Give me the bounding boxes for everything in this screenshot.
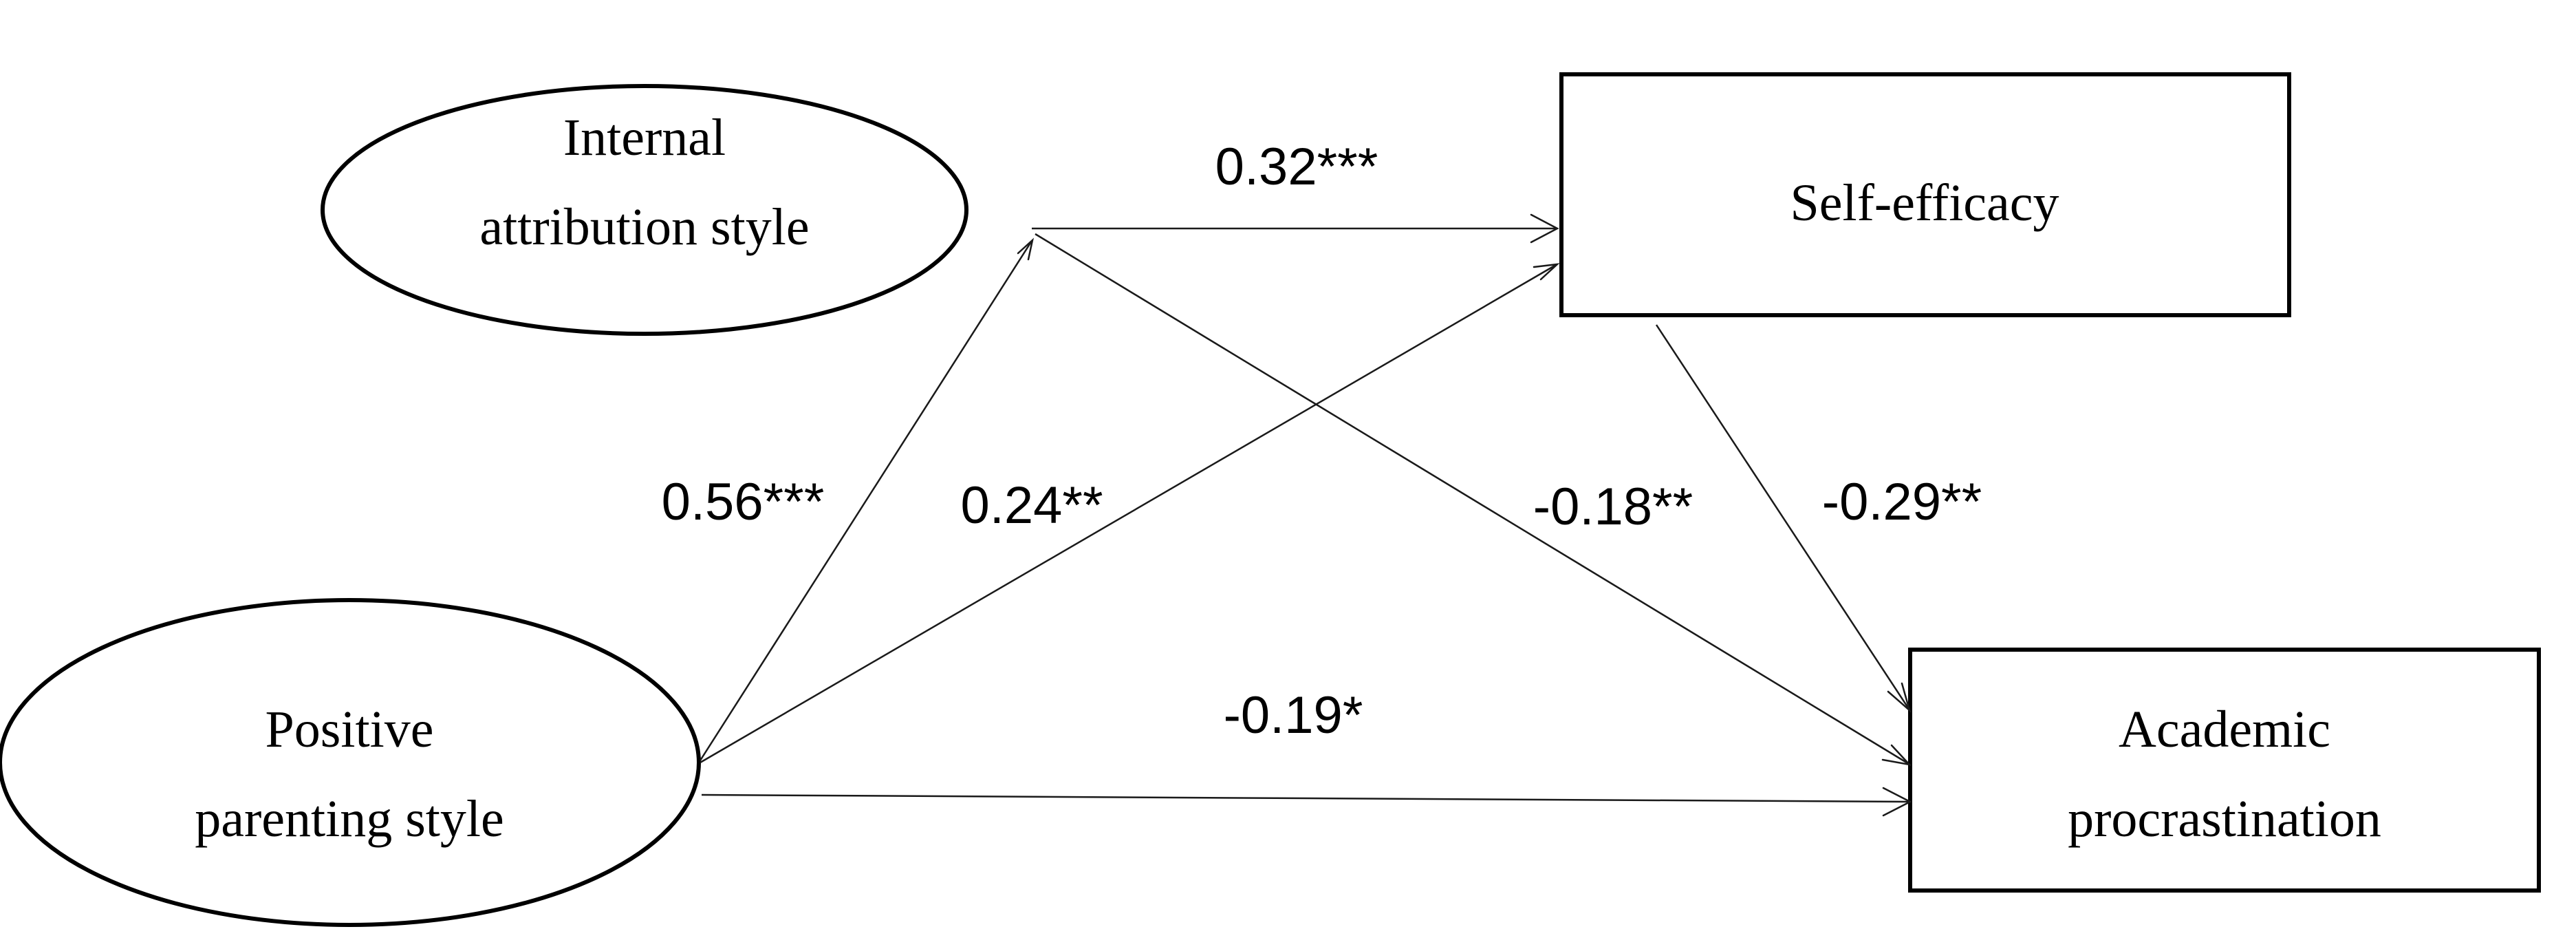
edge-line [700,264,1557,764]
internal-attribution-ellipse [321,84,968,336]
positive-parenting-line-2: parenting style [195,790,504,848]
coefficient-parenting-to-procrastination: -0.19* [1224,686,1363,745]
academic-procrastination-box [1908,648,2541,893]
self-efficacy-label: Self-efficacy [1790,174,2059,232]
internal-attribution-line-1: Internal [563,109,726,167]
coefficient-parenting-to-self-efficacy: 0.24** [960,476,1103,535]
edge-line [701,793,1909,803]
coefficient-internal-to-self-efficacy: 0.32*** [1215,138,1378,196]
arrowhead [1882,787,1912,817]
edge-self-efficacy-to-procrastination [1655,324,1912,713]
arrowhead [1017,237,1035,261]
edge-line [1035,233,1909,765]
coefficient-self-efficacy-to-procrastination: -0.29** [1822,473,1982,531]
arrowhead [1530,213,1559,244]
edge-line [1655,324,1910,710]
positive-parenting-line-1: Positive [266,701,434,758]
arrowhead [1881,744,1912,766]
edge-internal-to-procrastination [1035,233,1912,766]
edge-parenting-to-self-efficacy [700,263,1560,764]
positive-parenting-ellipse [0,598,701,927]
edge-parenting-to-procrastination [701,787,1912,817]
edge-line [699,240,1033,761]
arrowhead [1887,682,1912,713]
self-efficacy-box [1559,72,2291,317]
node-academic-procrastination: Academic procrastination [1908,648,2541,893]
academic-procrastination-line-2: procrastination [2068,790,2381,848]
coefficient-parenting-to-internal: 0.56*** [662,473,825,531]
node-self-efficacy: Self-efficacy [1559,72,2291,317]
node-positive-parenting: Positive parenting style [0,598,701,927]
edge-internal-to-self-efficacy [1032,213,1559,244]
internal-attribution-line-2: attribution style [479,198,809,256]
academic-procrastination-line-1: Academic [2119,701,2330,758]
node-internal-attribution: Internal attribution style [321,84,968,336]
arrowhead [1533,263,1560,281]
coefficient-internal-to-procrastination: -0.18** [1533,478,1693,536]
edge-parenting-to-internal [699,237,1035,761]
